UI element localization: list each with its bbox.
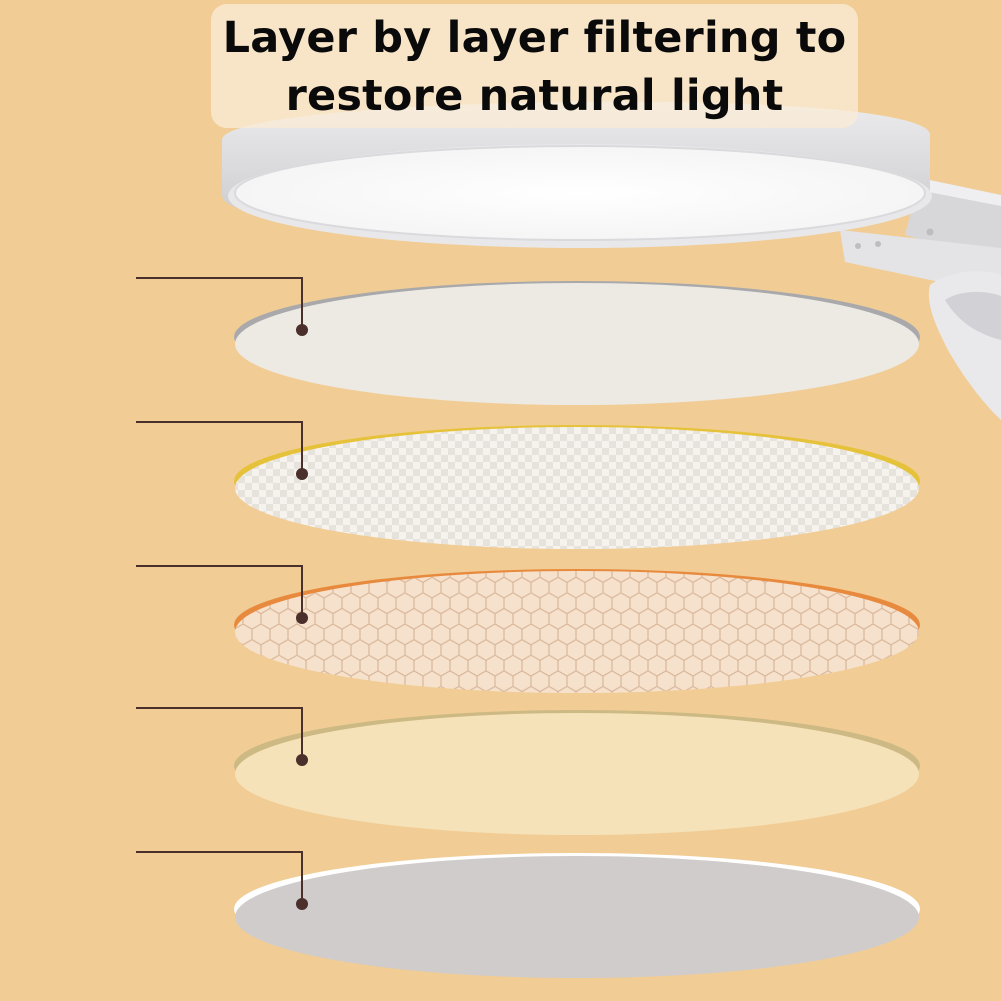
leader-line-5 <box>136 851 303 904</box>
leader-dot-2 <box>296 468 308 480</box>
filter-layer-2 <box>234 425 920 549</box>
title-line-2: restore natural light <box>285 71 784 121</box>
leader-line-4 <box>136 707 303 760</box>
leader-dots <box>296 324 308 910</box>
lamp-arm <box>840 178 1001 420</box>
leader-lines <box>136 277 303 904</box>
leader-line-2 <box>136 421 303 474</box>
layer-face <box>235 283 919 405</box>
filter-layer-4 <box>234 710 920 835</box>
leader-dot-5 <box>296 898 308 910</box>
title-line-1: Layer by layer filtering to <box>222 13 847 63</box>
layer-face <box>235 856 919 978</box>
leader-dot-4 <box>296 754 308 766</box>
filter-layer-1 <box>234 281 920 405</box>
layer-face <box>235 571 919 693</box>
title-banner: Layer by layer filtering to restore natu… <box>211 4 858 128</box>
layer-face <box>235 713 919 835</box>
leader-dot-3 <box>296 612 308 624</box>
layer-face <box>235 427 919 549</box>
filter-layer-3 <box>234 569 920 693</box>
leader-line-1 <box>136 277 303 330</box>
filter-layer-5 <box>234 853 920 978</box>
lamp-head <box>222 101 932 248</box>
leader-dot-1 <box>296 324 308 336</box>
leader-line-3 <box>136 565 303 618</box>
